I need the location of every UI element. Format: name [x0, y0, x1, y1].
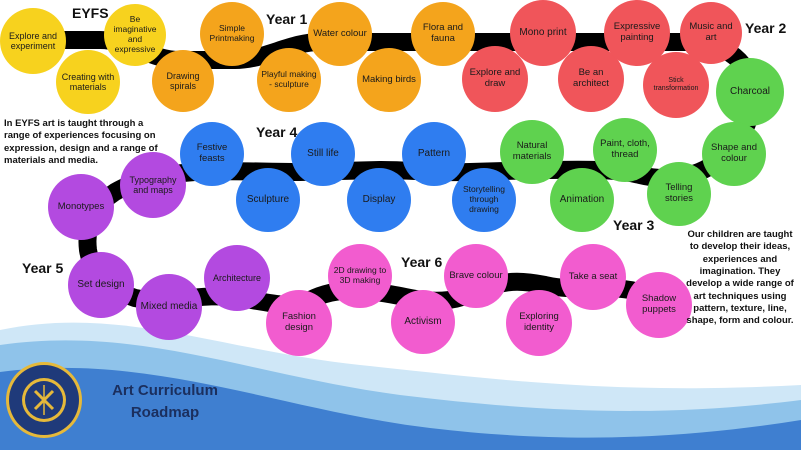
- year-label-4: Year 4: [256, 124, 298, 140]
- children-note: Our children are taught to develop their…: [686, 229, 794, 327]
- year-label-3: Year 3: [613, 217, 655, 233]
- stop-label: Monotypes: [57, 200, 105, 212]
- stop-display[interactable]: Display: [347, 168, 411, 232]
- stop-label: Charcoal: [729, 86, 771, 98]
- stop-label: Shape and colour: [711, 142, 757, 164]
- stop-still-life[interactable]: Still life: [291, 122, 355, 186]
- stop-be-imaginative[interactable]: Be imaginative and expressive: [104, 4, 166, 66]
- stop-animation[interactable]: Animation: [550, 168, 614, 232]
- stop-mono-print[interactable]: Mono print: [510, 0, 576, 66]
- stop-explore-experiment[interactable]: Explore and experiment: [0, 8, 66, 74]
- stop-label: Music and art: [689, 21, 733, 43]
- stop-label: Creating with materials: [61, 71, 115, 92]
- year-label-1: Year 1: [266, 11, 308, 27]
- stop-label: Playful making - sculpture: [261, 69, 317, 89]
- stop-explore-draw[interactable]: Explore and draw: [462, 46, 528, 112]
- stop-fashion-design[interactable]: Fashion design: [266, 290, 332, 356]
- stop-label: Mono print: [519, 27, 567, 39]
- stop-label: Still life: [307, 148, 339, 160]
- stop-label: Festive feasts: [196, 142, 228, 164]
- stop-label: Display: [362, 194, 396, 206]
- stop-water-colour[interactable]: Water colour: [308, 2, 372, 66]
- stop-architecture[interactable]: Architecture: [204, 245, 270, 311]
- stop-music-art[interactable]: Music and art: [680, 2, 742, 64]
- stop-sculpture[interactable]: Sculpture: [236, 168, 300, 232]
- year-label-5: Year 5: [22, 260, 64, 276]
- stop-label: Expressive painting: [613, 21, 661, 43]
- stop-festive-feasts[interactable]: Festive feasts: [180, 122, 244, 186]
- stop-label: Stick transformation: [653, 76, 699, 92]
- stop-take-a-seat[interactable]: Take a seat: [560, 244, 626, 310]
- stop-label: Brave colour: [449, 269, 503, 281]
- year-label-6: Year 6: [401, 254, 443, 270]
- stop-label: Fashion design: [282, 311, 316, 333]
- stop-playful-making[interactable]: Playful making - sculpture: [257, 48, 321, 112]
- stop-stick-transformation[interactable]: Stick transformation: [643, 52, 709, 118]
- stop-label: Be an architect: [573, 67, 609, 89]
- stop-paint-cloth-thread[interactable]: Paint, cloth, thread: [593, 118, 657, 182]
- stop-pattern[interactable]: Pattern: [402, 122, 466, 186]
- stop-label: Natural materials: [512, 140, 552, 162]
- stop-making-birds[interactable]: Making birds: [357, 48, 421, 112]
- title-line-2: Roadmap: [130, 403, 200, 421]
- stop-label: Take a seat: [568, 270, 618, 282]
- stop-telling-stories[interactable]: Telling stories: [647, 162, 711, 226]
- title-line-1: Art Curriculum: [112, 382, 218, 399]
- stop-label: Drawing spirals: [166, 70, 200, 91]
- stop-flora-fauna[interactable]: Flora and fauna: [411, 2, 475, 66]
- stop-label: Explore and draw: [469, 67, 521, 89]
- stop-label: Storytelling through drawing: [462, 184, 506, 214]
- stop-label: Telling stories: [665, 182, 693, 204]
- stop-charcoal[interactable]: Charcoal: [716, 58, 784, 126]
- stop-storytelling-drawing[interactable]: Storytelling through drawing: [452, 168, 516, 232]
- stop-shadow-puppets[interactable]: Shadow puppets: [626, 272, 692, 338]
- stop-activism[interactable]: Activism: [391, 290, 455, 354]
- stop-monotypes[interactable]: Monotypes: [48, 174, 114, 240]
- stop-label: Exploring identity: [519, 311, 559, 333]
- stop-simple-printmaking[interactable]: Simple Printmaking: [200, 2, 264, 66]
- page-title: Art Curriculum Roadmap: [95, 380, 235, 424]
- stop-label: Making birds: [362, 73, 416, 85]
- stop-label: Architecture: [212, 272, 262, 283]
- year-label-eyfs: EYFS: [72, 5, 109, 21]
- eyfs-note: In EYFS art is taught through a range of…: [4, 118, 158, 167]
- stop-label: 2D drawing to 3D making: [333, 265, 387, 285]
- stop-label: Explore and experiment: [8, 30, 58, 51]
- stop-be-architect[interactable]: Be an architect: [558, 46, 624, 112]
- stop-2d-to-3d[interactable]: 2D drawing to 3D making: [328, 244, 392, 308]
- stop-exploring-identity[interactable]: Exploring identity: [506, 290, 572, 356]
- stop-natural-materials[interactable]: Natural materials: [500, 120, 564, 184]
- wave-dark: [0, 367, 801, 450]
- stop-label: Mixed media: [140, 301, 198, 313]
- school-logo-icon: [6, 362, 82, 438]
- stop-label: Flora and fauna: [422, 22, 464, 44]
- stop-set-design[interactable]: Set design: [68, 252, 134, 318]
- stop-brave-colour[interactable]: Brave colour: [444, 244, 508, 308]
- stop-label: Simple Printmaking: [209, 23, 255, 43]
- stop-label: Animation: [559, 194, 605, 206]
- stop-label: Shadow puppets: [641, 293, 677, 315]
- stop-label: Paint, cloth, thread: [600, 138, 650, 160]
- stop-typography-maps[interactable]: Typography and maps: [120, 152, 186, 218]
- stop-label: Water colour: [313, 27, 367, 39]
- stop-label: Activism: [404, 316, 442, 328]
- year-label-2: Year 2: [745, 20, 787, 36]
- stop-label: Pattern: [417, 148, 451, 160]
- stop-label: Set design: [77, 279, 125, 291]
- stop-mixed-media[interactable]: Mixed media: [136, 274, 202, 340]
- stop-creating-materials[interactable]: Creating with materials: [56, 50, 120, 114]
- stop-label: Be imaginative and expressive: [113, 14, 157, 54]
- stop-shape-colour[interactable]: Shape and colour: [702, 122, 766, 186]
- stop-expressive-painting[interactable]: Expressive painting: [604, 0, 670, 66]
- stop-label: Sculpture: [246, 194, 290, 206]
- stop-drawing-spirals[interactable]: Drawing spirals: [152, 50, 214, 112]
- stop-label: Typography and maps: [129, 174, 177, 195]
